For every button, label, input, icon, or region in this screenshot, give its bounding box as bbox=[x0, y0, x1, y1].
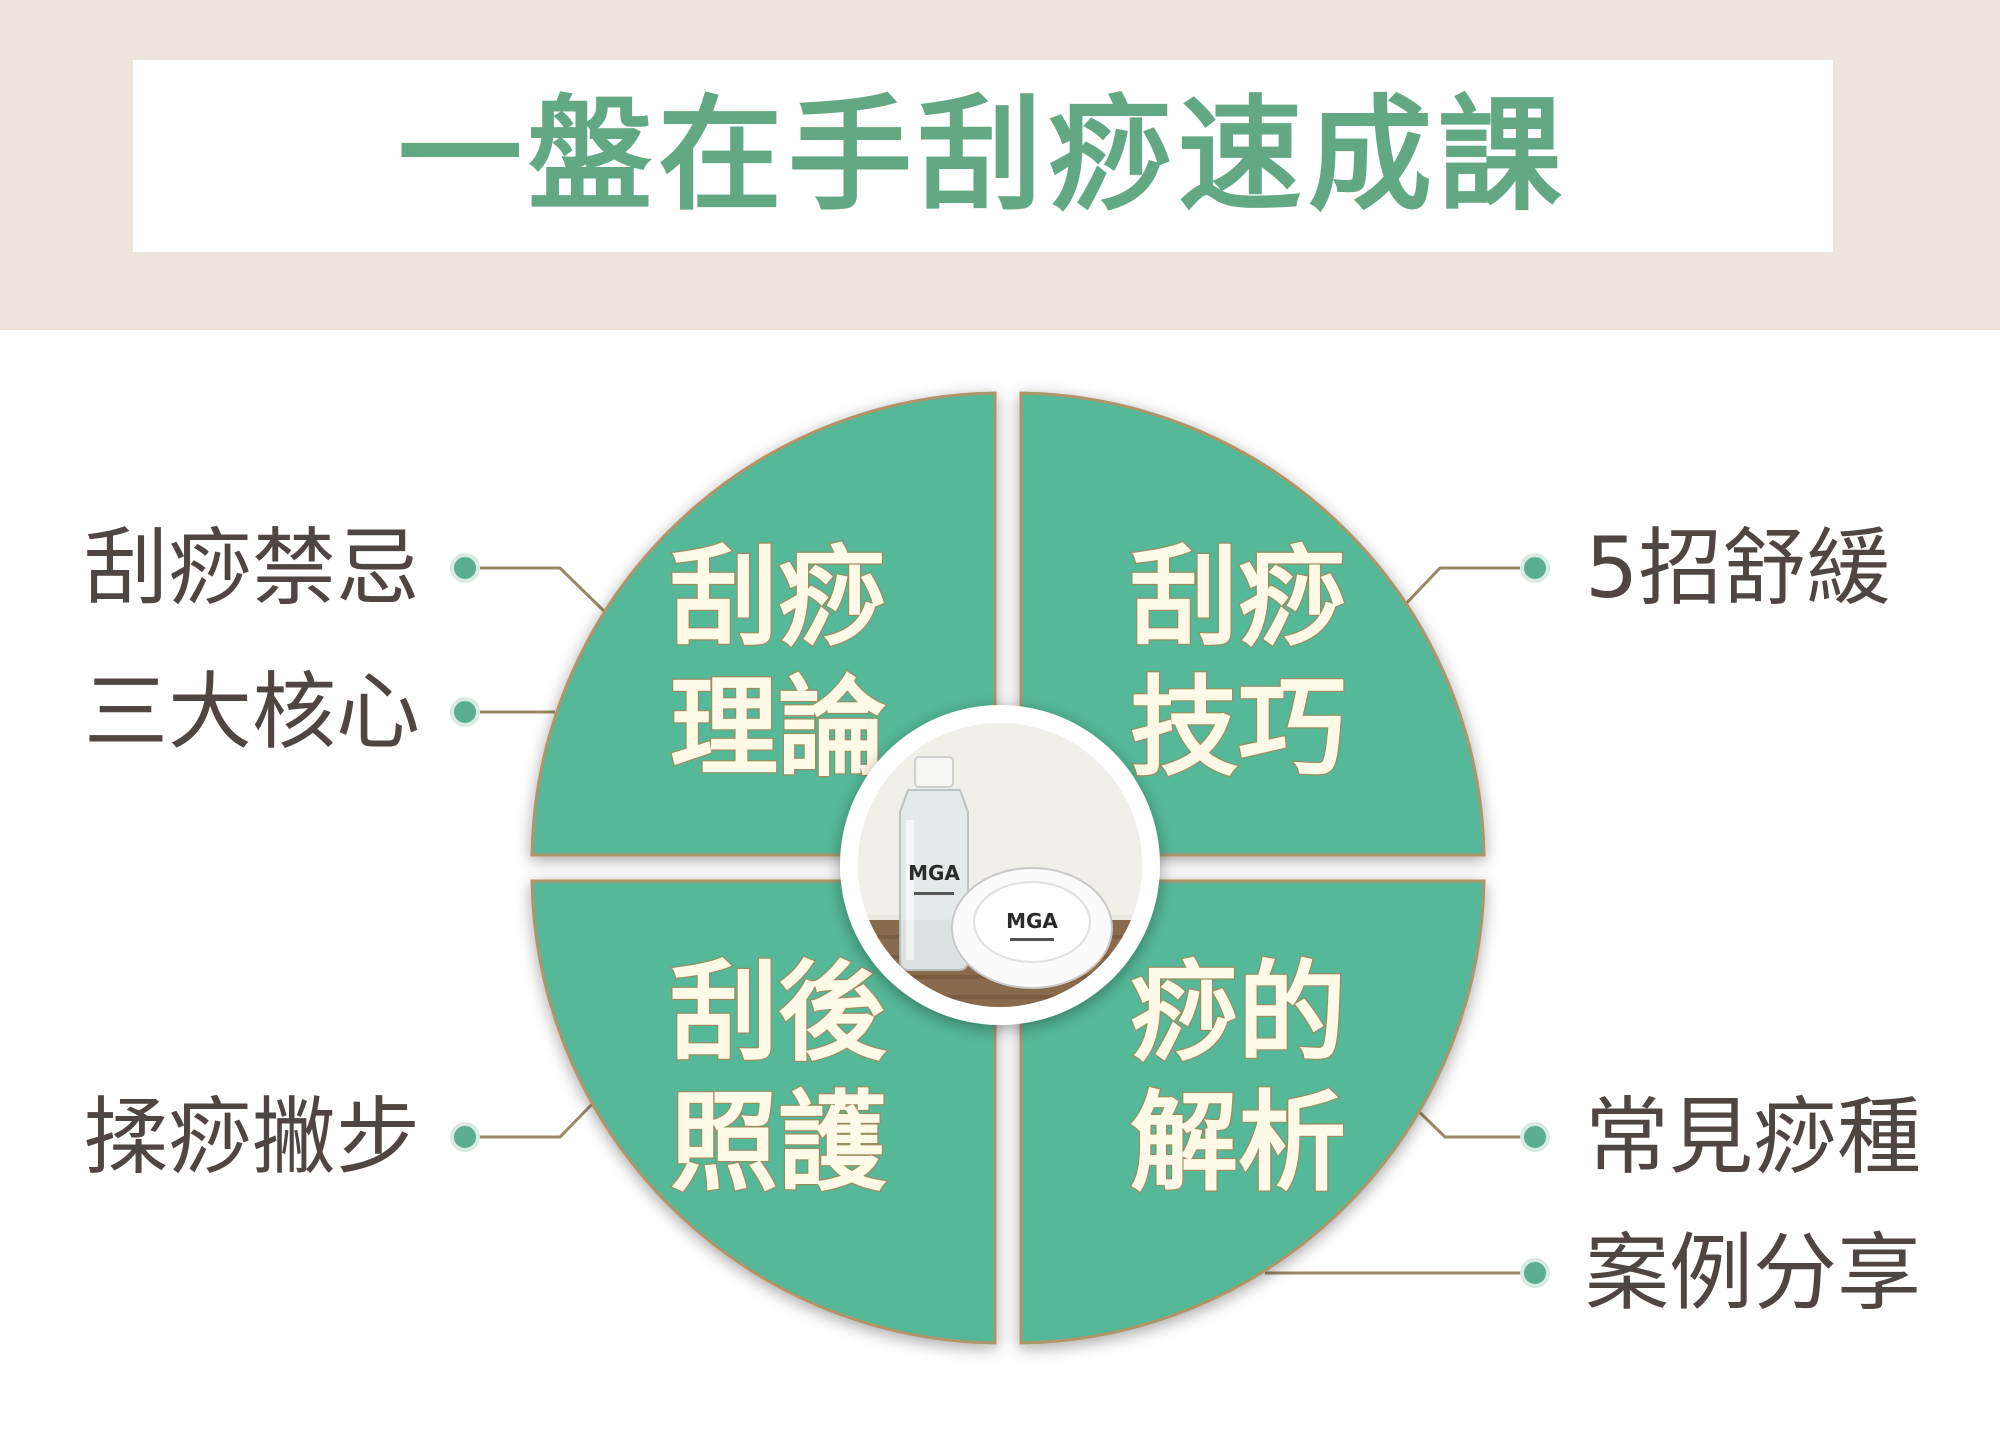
bottle-logo: MGA bbox=[908, 861, 960, 885]
page-title: 一盤在手刮痧速成課 bbox=[397, 84, 1568, 228]
gua-sha-dish: MGA bbox=[951, 867, 1113, 989]
connector-line-left-1 bbox=[465, 566, 607, 614]
quadrant-top-left bbox=[530, 391, 997, 857]
connector-line-left-3 bbox=[465, 1096, 600, 1139]
connector-dot-right-3 bbox=[1520, 1258, 1550, 1288]
quadrant-bottom-left-line-1: 刮後 bbox=[670, 951, 887, 1076]
side-label-left-3: 揉痧撇步 bbox=[83, 1088, 420, 1186]
quadrant-top-left-line-1: 刮痧 bbox=[670, 536, 886, 661]
connector-dot-right-2 bbox=[1520, 1122, 1550, 1152]
center-photo: MGA MGA bbox=[840, 705, 1160, 1025]
quadrant-top-left-line-2: 理論 bbox=[670, 666, 886, 791]
side-label-right-3: 案例分享 bbox=[1585, 1224, 1922, 1322]
side-label-right-2: 常見痧種 bbox=[1585, 1088, 1922, 1186]
quadrant-bottom-left-line-2: 照護 bbox=[670, 1081, 887, 1206]
dish-logo: MGA bbox=[1006, 909, 1058, 933]
quadrant-bottom-right bbox=[1019, 879, 1486, 1345]
connector-dot-right-1 bbox=[1520, 553, 1550, 583]
title-box: 一盤在手刮痧速成課 bbox=[133, 60, 1833, 252]
quadrant-bottom-right-line-2: 解析 bbox=[1130, 1081, 1346, 1206]
quadrant-top-right-line-1: 刮痧 bbox=[1130, 536, 1346, 661]
side-label-right-1: 5招舒緩 bbox=[1585, 519, 1891, 617]
side-label-left-1: 刮痧禁忌 bbox=[83, 519, 420, 617]
quadrant-top-right-line-2: 技巧 bbox=[1130, 666, 1346, 791]
quadrant-top-right bbox=[1019, 391, 1486, 857]
connector-dot-left-3 bbox=[450, 1122, 480, 1152]
quadrant-bottom-left bbox=[530, 879, 997, 1345]
connector-dot-left-1 bbox=[450, 553, 480, 583]
oil-bottle: MGA bbox=[899, 756, 969, 971]
connector-dot-left-2 bbox=[450, 697, 480, 727]
connector-dots bbox=[450, 553, 1550, 1288]
side-label-left-2: 三大核心 bbox=[83, 663, 420, 761]
quadrant-bottom-right-line-1: 痧的 bbox=[1130, 951, 1346, 1076]
connector-line-right-1 bbox=[1398, 566, 1535, 612]
